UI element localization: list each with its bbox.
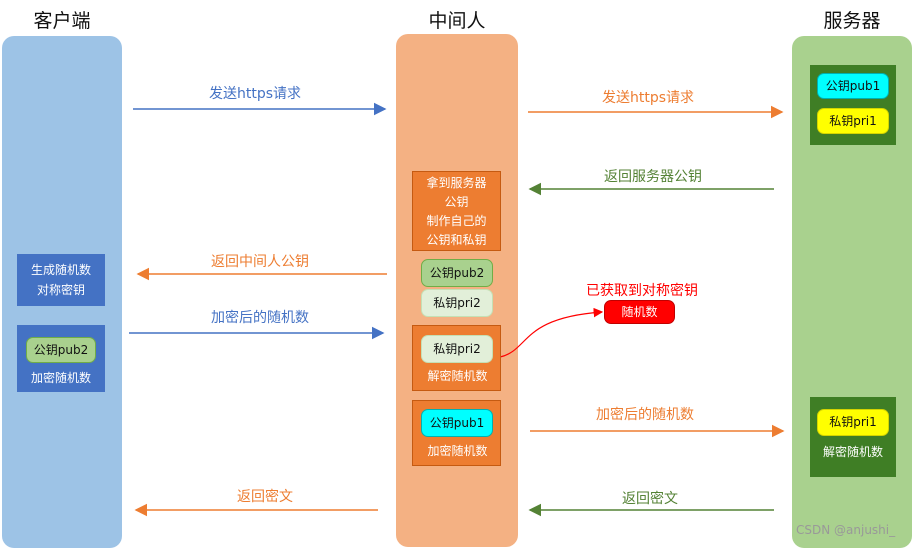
- label-mitm-ciphertext: 返回密文: [237, 489, 293, 505]
- mitm-make-keys-line-2: 公钥: [444, 195, 469, 209]
- mitm-pub2-key: 公钥pub2: [421, 259, 493, 287]
- label-server-ciphertext: 返回密文: [622, 491, 678, 507]
- label-mitm-https: 发送https请求: [601, 90, 695, 106]
- client-generate-key-box: 生成随机数 对称密钥: [17, 254, 105, 306]
- mitm-encrypt-label: 加密随机数: [427, 444, 488, 458]
- server-decrypt-label: 解密随机数: [822, 445, 883, 459]
- mitm-encrypt-box: 公钥pub1 加密随机数: [412, 400, 501, 466]
- mitm-column-title: 中间人: [428, 10, 486, 32]
- mitm-make-keys-line-1: 拿到服务器: [426, 176, 487, 190]
- client-generate-line-2: 对称密钥: [36, 283, 85, 297]
- label-server-pubkey: 返回服务器公钥: [604, 169, 702, 185]
- mitm-decrypt-label: 解密随机数: [427, 369, 488, 383]
- leak-random-key: 随机数: [604, 300, 675, 324]
- client-generate-line-1: 生成随机数: [30, 263, 91, 277]
- client-column-title: 客户端: [33, 10, 91, 32]
- mitm-encrypt-pub1-key: 公钥pub1: [421, 409, 493, 437]
- label-mitm-encrypted: 加密后的随机数: [596, 407, 694, 423]
- server-pri1-key: 私钥pri1: [817, 108, 889, 134]
- mitm-decrypt-box: 私钥pri2 解密随机数: [412, 325, 501, 391]
- label-mitm-pubkey: 返回中间人公钥: [211, 254, 309, 270]
- mitm-make-keys-box: 拿到服务器 公钥 制作自己的 公钥和私钥: [412, 171, 501, 251]
- mitm-make-keys-line-3: 制作自己的: [426, 214, 487, 228]
- server-pub1-key: 公钥pub1: [817, 73, 889, 99]
- client-encrypt-box: 公钥pub2 加密随机数: [17, 325, 105, 392]
- label-client-encrypted: 加密后的随机数: [211, 310, 309, 326]
- server-decrypt-pri1-key: 私钥pri1: [817, 409, 889, 436]
- mitm-decrypt-pri2-key: 私钥pri2: [421, 335, 493, 363]
- client-pub2-key: 公钥pub2: [26, 337, 96, 363]
- watermark: CSDN @anjushi_: [796, 523, 896, 537]
- label-client-https: 发送https请求: [208, 86, 302, 102]
- server-keys-box: 公钥pub1 私钥pri1: [810, 65, 896, 145]
- leak-caption: 已获取到对称密钥: [586, 283, 698, 299]
- arrow-leak: [499, 307, 604, 358]
- server-column-title: 服务器: [823, 10, 881, 32]
- mitm-pri2-key: 私钥pri2: [421, 289, 493, 317]
- server-decrypt-box: 私钥pri1 解密随机数: [810, 397, 896, 477]
- client-encrypt-label: 加密随机数: [30, 371, 91, 385]
- mitm-make-keys-line-4: 公钥和私钥: [426, 233, 487, 247]
